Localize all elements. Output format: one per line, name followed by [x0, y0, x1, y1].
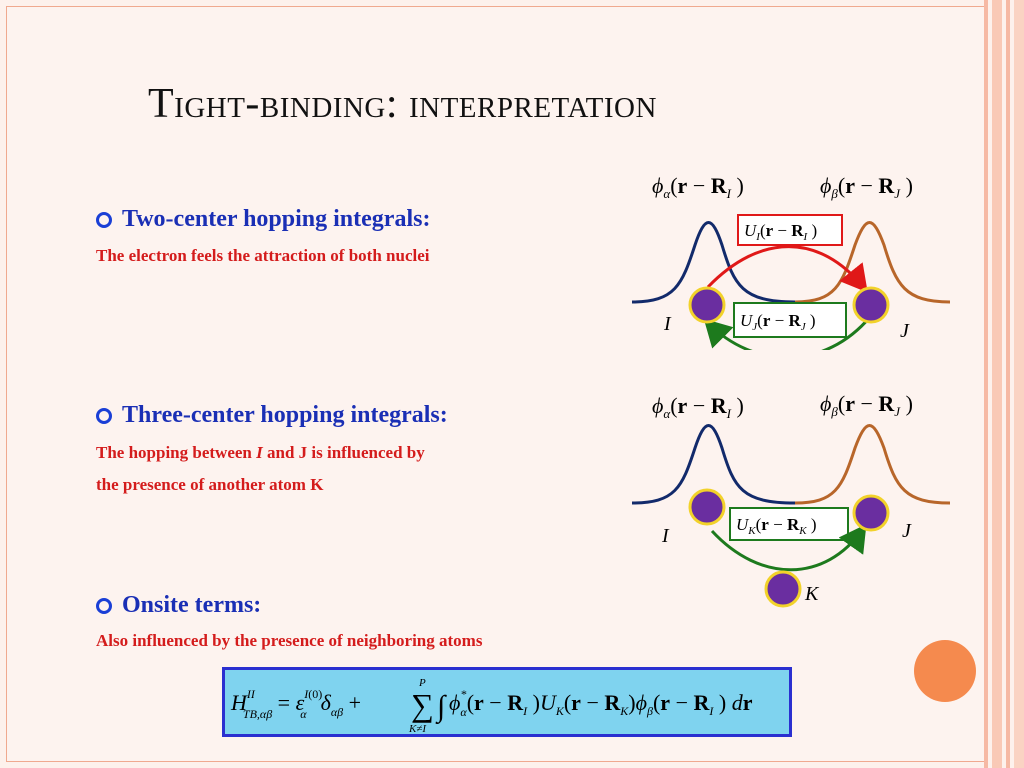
two-center-diagram: ϕα(r − RI ) ϕβ(r − RJ ) UI(r − RI ) UJ(r…: [631, 173, 951, 350]
slide-frame: [6, 6, 986, 762]
u-i-label: UI(r − RI ): [744, 221, 817, 243]
three-center-diagram: ϕα(r − RI ) ϕβ(r − RJ ) UK(r − RK ) I J …: [631, 391, 951, 608]
bullet-two-center: Two-center hopping integrals:: [96, 206, 430, 233]
atom-k-label: K: [804, 583, 820, 605]
u-k-label: UK(r − RK ): [736, 515, 816, 537]
orbital-curve-left: [631, 424, 796, 505]
bullet-three-center: Three-center hopping integrals:: [96, 402, 448, 429]
red-hop-arrow: [706, 245, 868, 293]
svg-text:∑: ∑: [411, 687, 434, 723]
phi-alpha-label: ϕα(r − RI ): [652, 393, 744, 421]
svg-text:P: P: [418, 677, 426, 689]
svg-text:K≠I: K≠I: [408, 723, 427, 734]
u-k-box: [729, 507, 849, 541]
two-center-text: The electron feels the attraction of bot…: [96, 246, 430, 265]
bullet-onsite: Onsite terms:: [96, 592, 261, 619]
u-i-box: [737, 214, 843, 246]
heading-three-center: Three-center hopping integrals:: [122, 402, 448, 428]
u-j-box: [733, 302, 847, 338]
decorative-circle: [914, 640, 976, 702]
atom-i: [688, 488, 726, 526]
decorative-stripes: [984, 0, 1024, 768]
bullet-ring-icon: [96, 597, 112, 614]
three-center-text-1a: The hopping between: [96, 443, 257, 462]
atom-j-label: J: [900, 320, 910, 342]
atom-i-label: I: [663, 313, 672, 335]
onsite-text: Also influenced by the presence of neigh…: [96, 631, 483, 650]
bullet-ring-icon: [96, 211, 112, 228]
green-hop-arrow: [710, 524, 867, 572]
svg-text:ϕα(r − RI ): ϕα(r − RI ): [652, 173, 744, 201]
three-center-text-1i: I: [256, 443, 263, 462]
phi-alpha-label: ϕα(r − RI ): [652, 173, 744, 201]
atom-j: [852, 494, 890, 532]
bullet-ring-icon: [96, 407, 112, 424]
orbital-curve-right: [794, 424, 951, 505]
phi-beta-label: ϕβ(r − RJ ): [820, 391, 913, 419]
svg-text:ϕβ(r − RJ ): ϕβ(r − RJ ): [820, 173, 913, 201]
three-center-text-1b: and J is influenced by: [262, 443, 425, 462]
phi-beta-label: ϕβ(r − RJ ): [820, 173, 913, 201]
svg-text:ϕβ(r − RJ ): ϕβ(r − RJ ): [820, 391, 913, 419]
three-center-text-1: The hopping between I and J is influence…: [96, 443, 425, 463]
atom-i-label: I: [661, 525, 670, 547]
atom-k: [764, 570, 802, 608]
atom-j: [852, 286, 890, 324]
atom-j-label: J: [902, 520, 912, 542]
heading-two-center: Two-center hopping integrals:: [122, 206, 431, 232]
svg-text:ϕ*α(r − RI )UK(r − RK)ϕβ(r − R: ϕ*α(r − RI )UK(r − RK)ϕβ(r − RI ) dr: [449, 687, 753, 719]
u-j-label: UJ(r − RJ ): [740, 311, 816, 333]
orbital-curve-left: [631, 221, 796, 304]
green-hop-arrow: [703, 316, 872, 350]
atom-i: [688, 286, 726, 324]
three-center-text-2: the presence of another atom K: [96, 475, 324, 494]
heading-onsite: Onsite terms:: [122, 592, 262, 618]
svg-text:ϕα(r − RI ): ϕα(r − RI ): [652, 393, 744, 421]
orbital-curve-right: [794, 221, 951, 304]
svg-text:∫: ∫: [435, 690, 447, 725]
slide-title: Tight-binding: interpretation: [148, 81, 657, 127]
